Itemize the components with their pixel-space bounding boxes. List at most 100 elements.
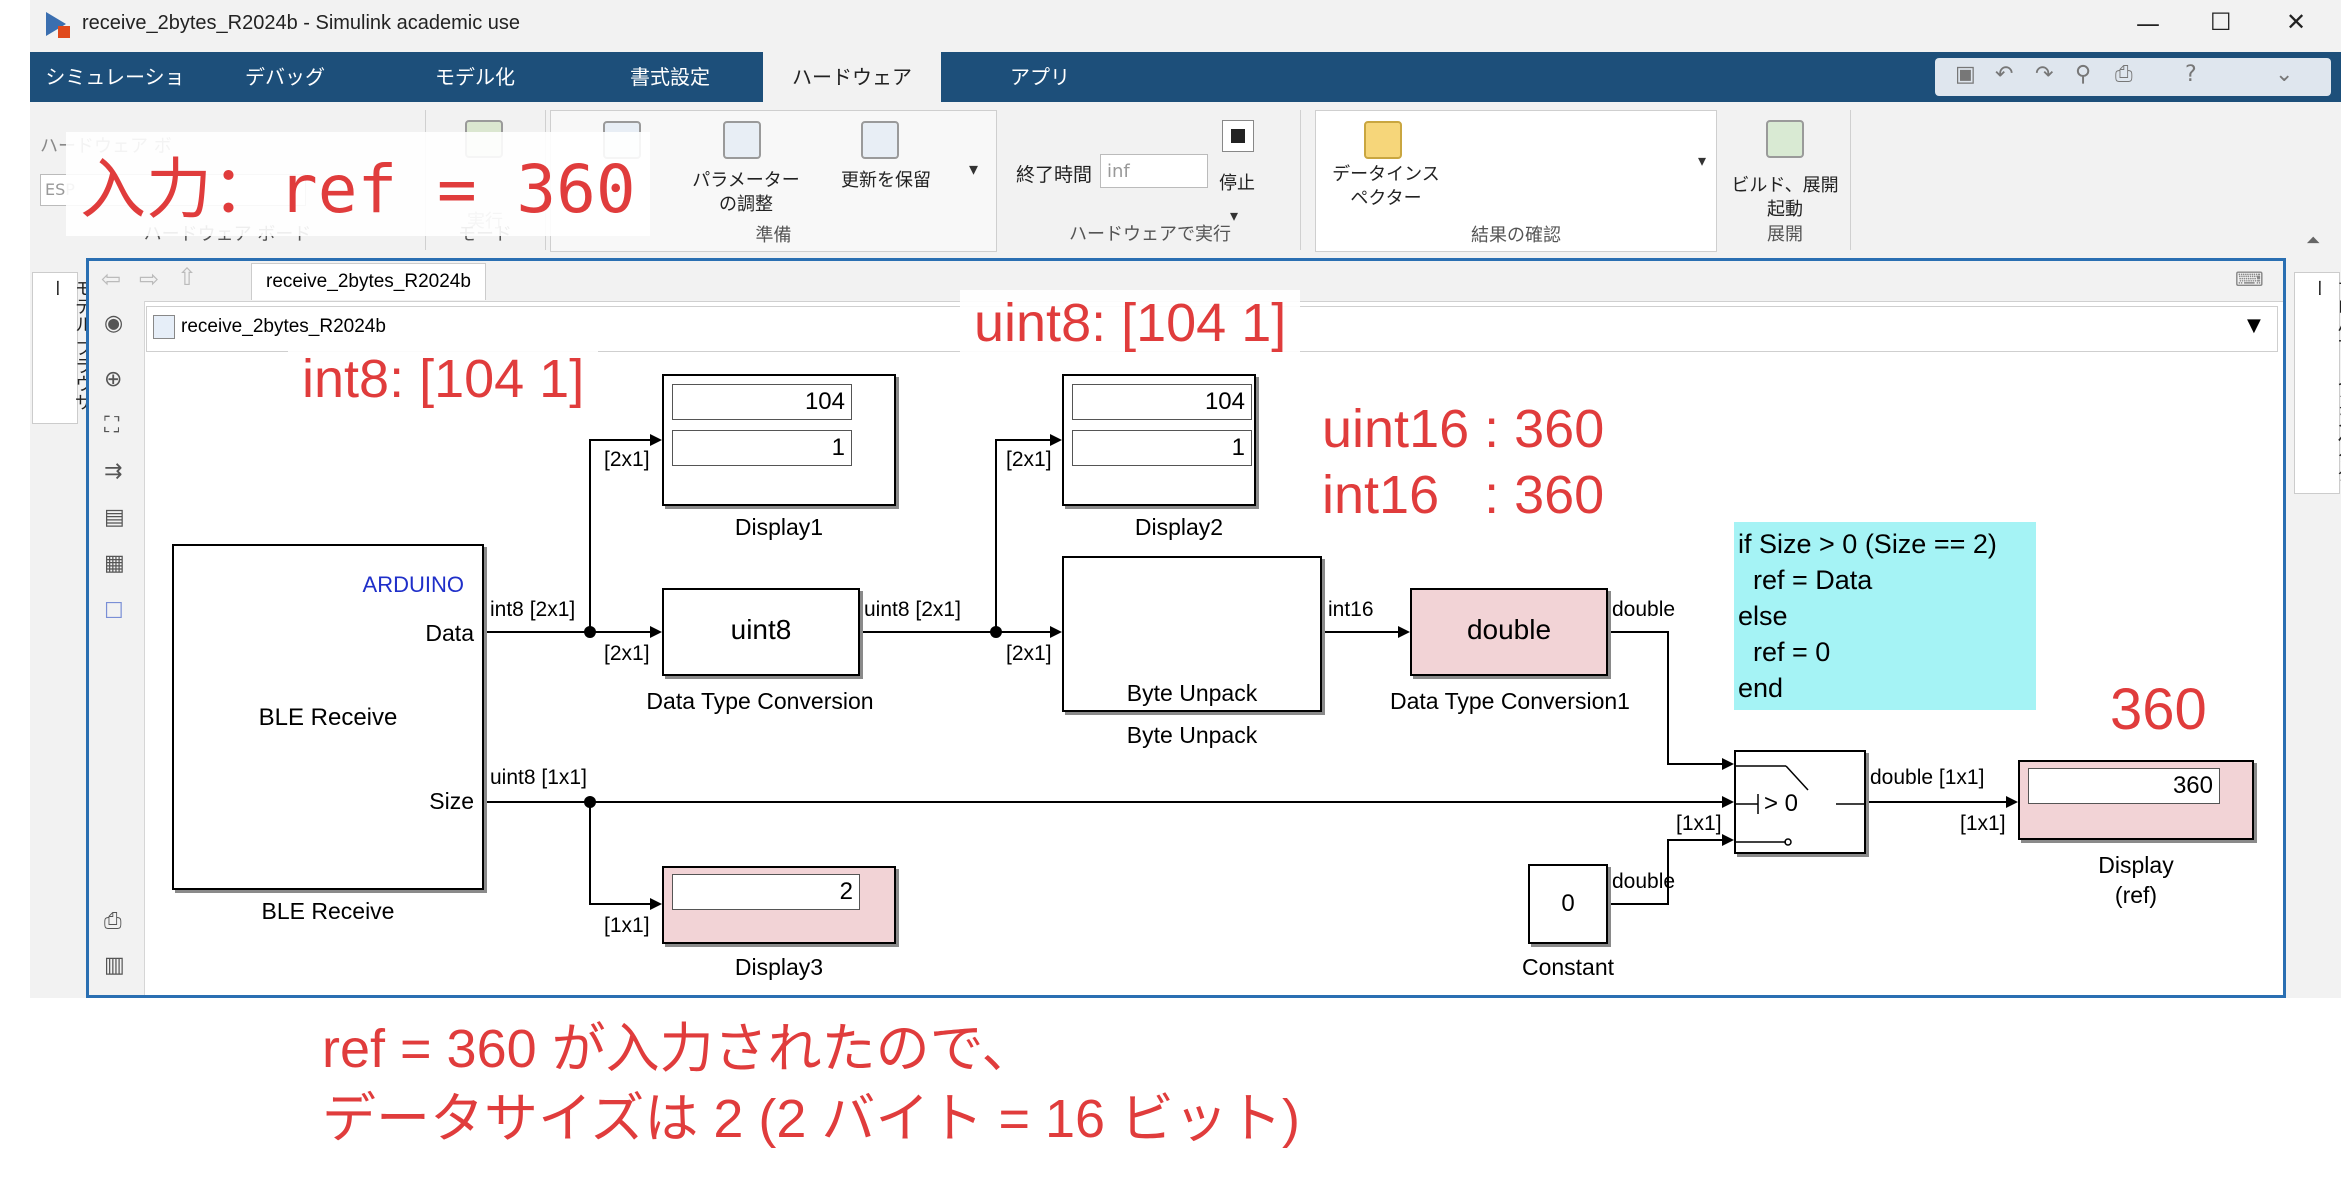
breadcrumb[interactable]: receive_2bytes_R2024b xyxy=(181,316,386,337)
maximize-button[interactable]: ☐ xyxy=(2210,8,2232,36)
group-label-deploy: 展開 xyxy=(1767,224,1803,245)
left-side-panel: モデル ブラウザー xyxy=(30,258,93,998)
back-icon[interactable]: ⇦ xyxy=(101,265,122,293)
route-lines-icon[interactable]: ⇉ xyxy=(104,459,123,484)
ble-receive-block[interactable]: ARDUINO BLE Receive Data Size xyxy=(172,544,484,890)
fit-view-icon[interactable]: ⛶ xyxy=(104,413,120,438)
screenshot-icon[interactable]: ⎙ xyxy=(104,909,122,934)
line-constant-to-switch xyxy=(1608,834,1734,905)
search-icon[interactable]: ⚲ xyxy=(2075,62,2092,87)
model-browser-toggle[interactable]: モデル ブラウザー xyxy=(32,272,93,424)
constant-caption: Constant xyxy=(1521,954,1615,980)
tab-modeling[interactable]: モデル化 xyxy=(435,65,515,89)
save-update-button[interactable]: 更新を保留 xyxy=(841,170,931,191)
data-inspector-icon xyxy=(1364,121,1402,159)
up-icon[interactable]: ⇧ xyxy=(177,263,198,291)
ble-receive-caption: BLE Receive xyxy=(261,898,395,924)
display-ref-block[interactable]: 360 xyxy=(2018,760,2254,840)
signal-label-double: double xyxy=(1612,598,1676,621)
window-title: receive_2bytes_R2024b - Simulink academi… xyxy=(82,12,521,34)
data-type-conversion1-block[interactable]: double xyxy=(1410,588,1608,676)
signal-label-size: uint8 [1x1] xyxy=(490,766,587,789)
build-deploy-button[interactable]: ビルド、展開 起動 xyxy=(1731,175,1839,220)
display2-value-2: 1 xyxy=(1072,430,1252,466)
redo-icon[interactable]: ↷ xyxy=(2035,62,2054,87)
print-icon[interactable]: ⎙ xyxy=(2115,62,2133,87)
results-dropdown-icon[interactable]: ▾ xyxy=(1698,151,1707,170)
dtc-caption: Data Type Conversion xyxy=(646,688,874,714)
dtc1-caption: Data Type Conversion1 xyxy=(1390,688,1630,714)
stop-button[interactable]: 停止 xyxy=(1219,173,1255,194)
line-size-to-display3 xyxy=(589,802,662,910)
tab-debug[interactable]: デバッグ xyxy=(245,65,325,89)
zoom-icon[interactable]: ⊕ xyxy=(104,367,123,392)
dtc-text: uint8 xyxy=(730,614,792,645)
build-deploy-icon xyxy=(1766,120,1804,158)
branch-point-size xyxy=(584,796,596,808)
display3-caption: Display3 xyxy=(734,954,824,980)
hide-show-icon[interactable]: ◉ xyxy=(104,311,124,336)
byte-unpack-block[interactable]: Byte Unpack xyxy=(1062,556,1322,712)
close-button[interactable]: ✕ xyxy=(2286,8,2307,36)
tab-model[interactable]: receive_2bytes_R2024b xyxy=(251,263,486,300)
annotation-bottom-line1: ref = 360 が入力されたので、 xyxy=(322,1019,1036,1079)
annotation-ref-value: 360 xyxy=(2100,676,2217,743)
data-inspector-button[interactable]: データインス ペクター xyxy=(1332,164,1440,209)
group-label-prepare: 準備 xyxy=(755,225,792,246)
parameter-tune-button[interactable]: パラメーター の調整 xyxy=(692,170,800,215)
signal-dim-switch: [1x1] xyxy=(1676,812,1722,835)
expand-icon[interactable]: ⌄ xyxy=(2275,62,2294,87)
prepare-dropdown-icon[interactable]: ▾ xyxy=(969,159,979,180)
tab-apps[interactable]: アプリ xyxy=(1010,65,1070,89)
comment-line: end xyxy=(1738,673,1784,703)
ble-receive-title: BLE Receive xyxy=(258,704,398,731)
annotation-icon[interactable]: ▤ xyxy=(104,505,125,530)
annotation-int8: int8: [104 1] xyxy=(288,346,599,412)
dtc1-text: double xyxy=(1466,614,1552,645)
collapse-ribbon-icon[interactable]: ⏶ xyxy=(2306,230,2321,251)
constant-block[interactable]: 0 xyxy=(1528,864,1608,944)
stop-time-input[interactable]: inf xyxy=(1100,154,1208,188)
signal-dim-byteunpack: [2x1] xyxy=(1006,642,1052,665)
breadcrumb-dropdown-icon[interactable]: ▼ xyxy=(2247,315,2261,336)
image-icon[interactable]: ▦ xyxy=(104,551,125,576)
branch-point-uint8 xyxy=(990,626,1002,638)
comment-line: else xyxy=(1738,601,1788,631)
stop-dropdown-icon[interactable]: ▾ xyxy=(1230,206,1239,225)
line-dtc-to-display2 xyxy=(995,434,1062,632)
undo-icon[interactable]: ↶ xyxy=(1995,62,2014,87)
switch-block[interactable]: > 0 xyxy=(1734,750,1866,854)
comment-line: ref = 0 xyxy=(1738,637,1831,667)
forward-icon[interactable]: ⇨ xyxy=(139,265,160,293)
line-dtc1-to-switch xyxy=(1608,631,1734,770)
group-review-results: データインス ペクター ▾ 結果の確認 xyxy=(1315,110,1717,252)
help-icon[interactable]: ? xyxy=(2185,62,2197,87)
area-icon[interactable]: ☐ xyxy=(104,599,124,624)
minimize-button[interactable]: — xyxy=(2136,10,2160,38)
tab-hardware[interactable]: ハードウェア xyxy=(763,52,941,102)
save-icon[interactable]: ▣ xyxy=(1955,62,1976,87)
group-deploy: ビルド、展開 起動 展開 xyxy=(1720,110,1851,250)
display2-block[interactable]: 104 1 xyxy=(1062,374,1256,506)
signal-dim-display1: [2x1] xyxy=(604,448,650,471)
annotation-int16: int16 : 360 xyxy=(1308,462,1619,528)
signal-label-int16: int16 xyxy=(1328,598,1374,621)
property-icon[interactable]: ▥ xyxy=(104,953,125,978)
byte-unpack-text: Byte Unpack xyxy=(1126,680,1258,706)
data-type-conversion-block[interactable]: uint8 xyxy=(662,588,860,676)
display3-block[interactable]: 2 xyxy=(662,866,896,944)
comment-line: if Size > 0 (Size == 2) xyxy=(1738,529,1997,559)
tab-format[interactable]: 書式設定 xyxy=(630,65,710,89)
annotation-uint16: uint16 : 360 xyxy=(1308,396,1619,462)
display1-block[interactable]: 104 1 xyxy=(662,374,896,506)
display3-value: 2 xyxy=(672,874,860,910)
signal-dim-dtc: [2x1] xyxy=(604,642,650,665)
annotation-uint8: uint8: [104 1] xyxy=(960,290,1301,356)
stop-icon[interactable] xyxy=(1222,120,1254,152)
save-update-icon xyxy=(861,121,899,159)
keyboard-icon[interactable]: ⌨ xyxy=(2235,267,2264,291)
